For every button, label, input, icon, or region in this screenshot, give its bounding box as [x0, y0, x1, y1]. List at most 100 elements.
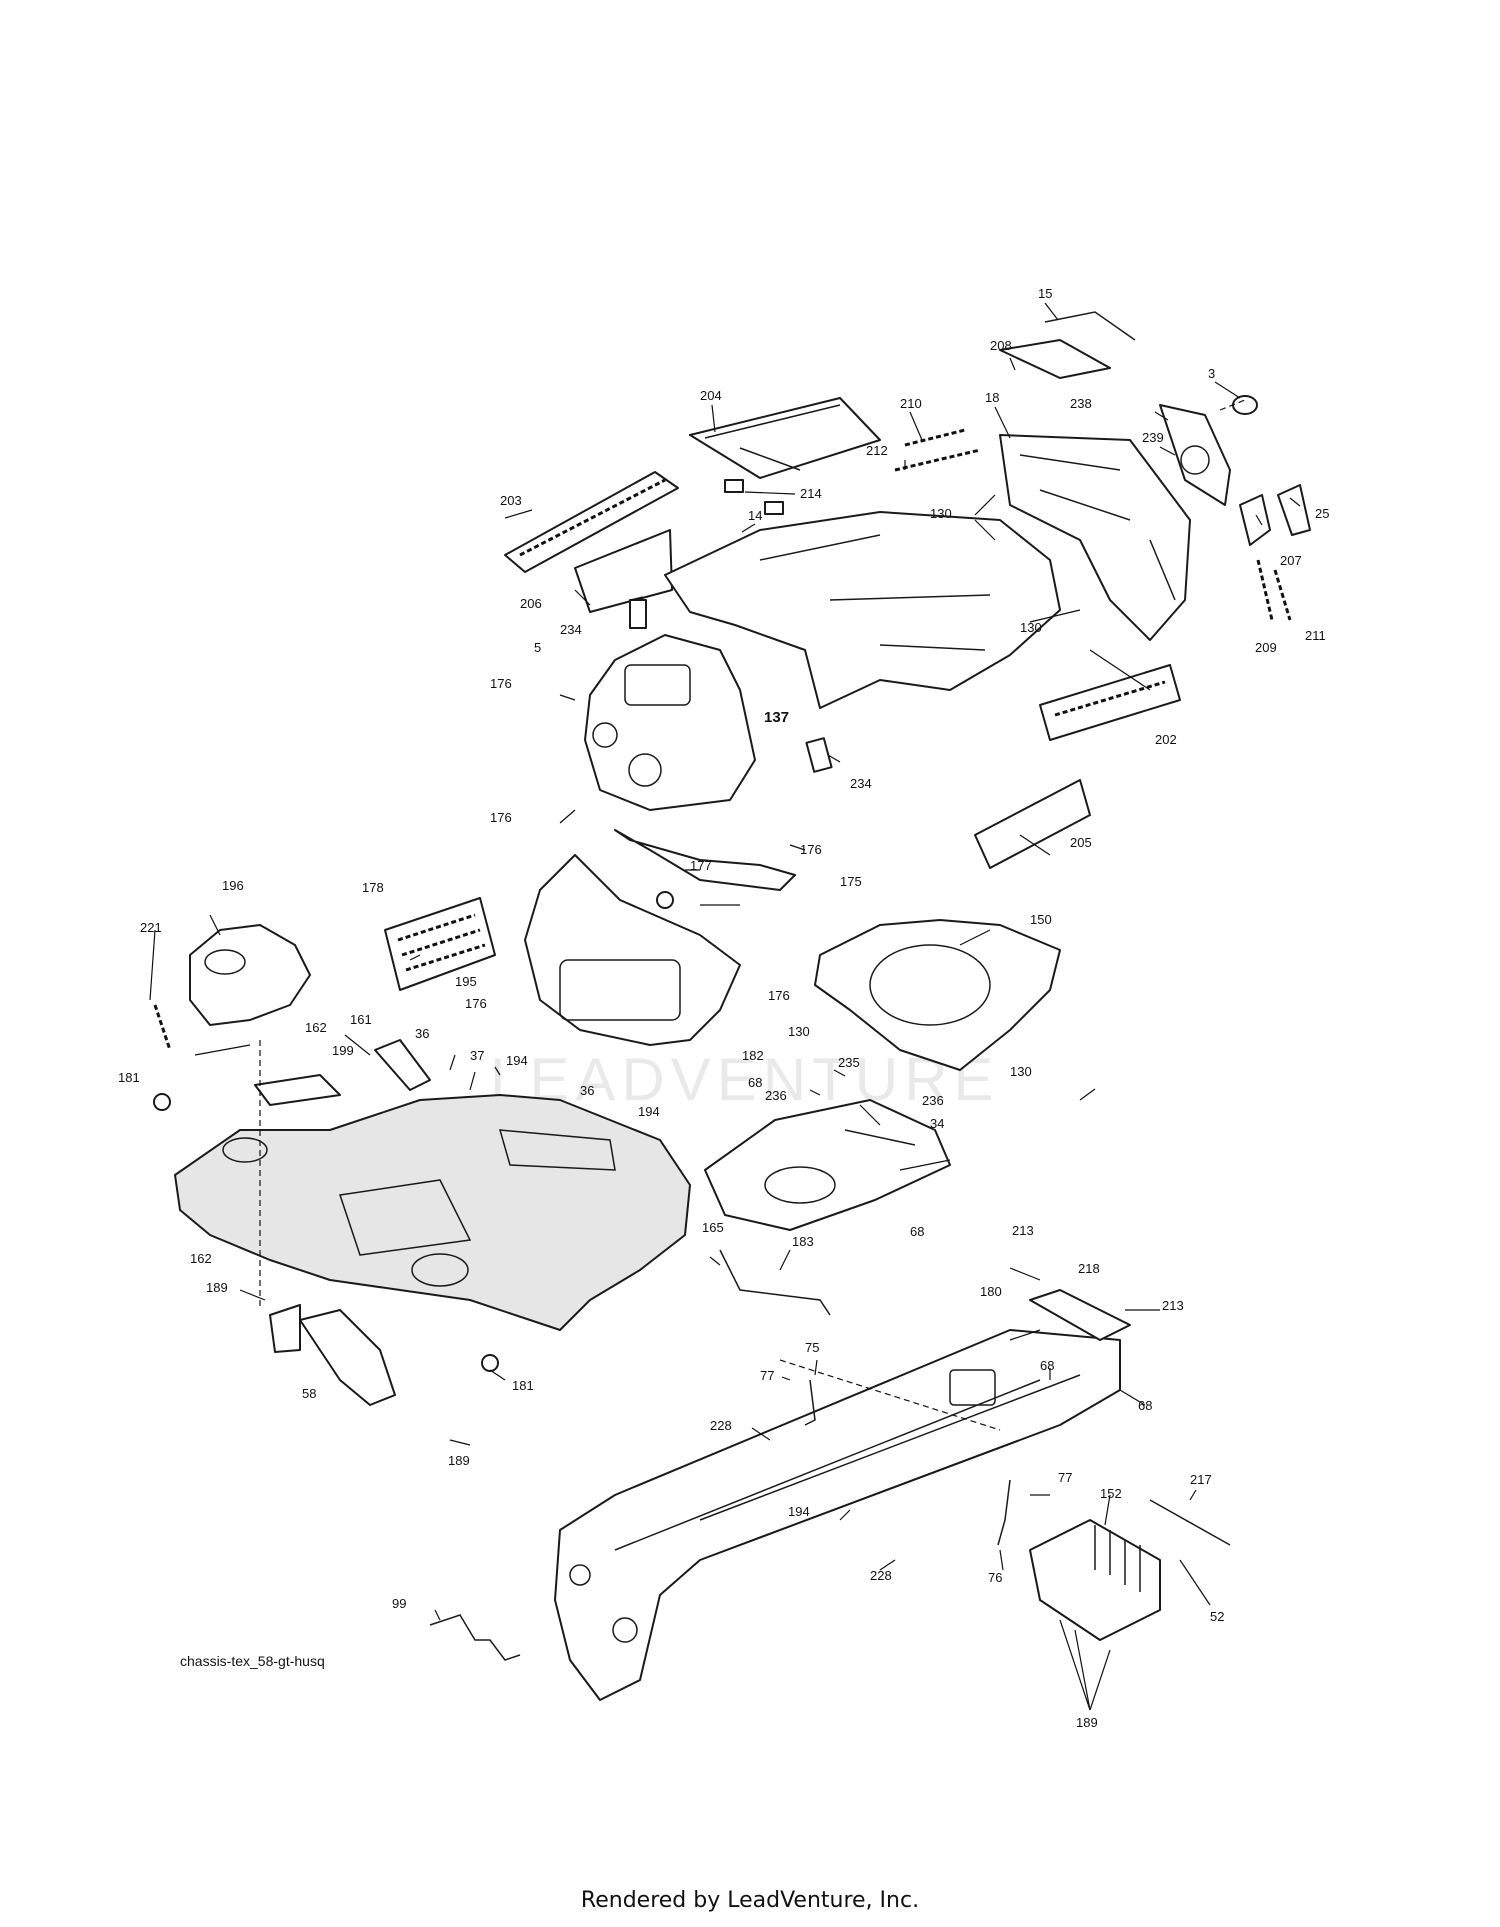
- part-76-cable: [997, 1479, 1011, 1546]
- part-212-strip: [894, 448, 981, 472]
- part-18-bezel: [999, 434, 1191, 641]
- callout-189b: 189: [448, 1453, 470, 1468]
- leader-lines: [149, 302, 1301, 1711]
- callout-labels: 15 208 3 204 210 18 238 239 212 214 203 …: [118, 286, 1329, 1730]
- steering-plate-assembly: [704, 1099, 951, 1316]
- callout-34: 34: [930, 1116, 944, 1131]
- callout-14: 14: [748, 508, 762, 523]
- part-75-cable: [804, 1379, 816, 1426]
- callout-162b: 162: [190, 1251, 212, 1266]
- callout-77b: 77: [1058, 1470, 1072, 1485]
- part-150-floor-pan: [814, 919, 1061, 1071]
- callout-176c: 176: [800, 842, 822, 857]
- part-202-lower-grille: [1039, 664, 1181, 741]
- callout-181b: 181: [512, 1378, 534, 1393]
- callout-214: 214: [800, 486, 822, 501]
- part-217-rod: [1149, 1499, 1231, 1546]
- callout-36a: 36: [415, 1026, 429, 1041]
- callout-213b: 213: [1162, 1298, 1184, 1313]
- callout-130a: 130: [930, 506, 952, 521]
- callout-15: 15: [1038, 286, 1052, 301]
- part-218-bracket: [1029, 1289, 1131, 1341]
- diagram-id-label: chassis-tex_58-gt-husq: [180, 1653, 325, 1669]
- callout-176d: 176: [465, 996, 487, 1011]
- callout-236b: 236: [922, 1093, 944, 1108]
- callout-194b: 194: [638, 1104, 660, 1119]
- part-209-strip: [1256, 559, 1274, 621]
- callout-68d: 68: [1138, 1398, 1152, 1413]
- part-221-decal: [153, 1004, 172, 1051]
- callout-234a: 234: [560, 622, 582, 637]
- callout-161: 161: [350, 1012, 372, 1027]
- callout-189c: 189: [1076, 1715, 1098, 1730]
- callout-58: 58: [302, 1386, 316, 1401]
- callout-37: 37: [470, 1048, 484, 1063]
- callout-175: 175: [840, 874, 862, 889]
- part-34-plate: [704, 1099, 951, 1231]
- part-204-hood-panel: [689, 397, 881, 479]
- callout-234b: 234: [850, 776, 872, 791]
- part-238-headlight: [1159, 404, 1231, 506]
- callout-211: 211: [1305, 628, 1326, 643]
- callout-194a: 194: [506, 1053, 528, 1068]
- part-177-switch: [656, 891, 674, 909]
- fender-assembly: [153, 924, 691, 1406]
- callout-202: 202: [1155, 732, 1177, 747]
- part-165-rod: [719, 1249, 831, 1316]
- callout-68c: 68: [1040, 1358, 1054, 1373]
- part-15-trim: [1044, 311, 1136, 341]
- part-25-cover: [1277, 484, 1311, 536]
- part-14-hood-body: [664, 511, 1061, 709]
- part-161-guide: [374, 1039, 431, 1091]
- callout-176e: 176: [768, 988, 790, 1003]
- part-205-bumper: [974, 779, 1091, 869]
- part-206-bracket: [574, 529, 673, 613]
- callout-209: 209: [1255, 640, 1277, 655]
- part-189-bracket: [269, 1304, 301, 1353]
- part-210-strip: [904, 428, 966, 447]
- frame-assembly: [429, 1289, 1231, 1701]
- callout-77a: 77: [760, 1368, 774, 1383]
- callout-189a: 189: [206, 1280, 228, 1295]
- part-208-light: [999, 339, 1111, 379]
- callout-205: 205: [1070, 835, 1092, 850]
- callout-194c: 194: [788, 1504, 810, 1519]
- callout-68b: 68: [910, 1224, 924, 1239]
- callout-68a: 68: [748, 1075, 762, 1090]
- callout-207: 207: [1280, 553, 1302, 568]
- part-99-rod: [429, 1614, 521, 1661]
- callout-178: 178: [362, 880, 384, 895]
- callout-218: 218: [1078, 1261, 1100, 1276]
- part-207-lens: [1239, 494, 1271, 546]
- callout-204: 204: [700, 388, 722, 403]
- part-5-dash-panel: [584, 634, 756, 811]
- callout-195: 195: [455, 974, 477, 989]
- callout-213a: 213: [1012, 1223, 1034, 1238]
- callout-221: 221: [140, 920, 162, 935]
- callout-25: 25: [1315, 506, 1329, 521]
- part-234-pad: [629, 599, 647, 629]
- callout-183: 183: [792, 1234, 814, 1249]
- part-214-clip: [724, 479, 744, 493]
- callout-180: 180: [980, 1284, 1002, 1299]
- callout-199: 199: [332, 1043, 354, 1058]
- part-182-housing: [524, 854, 741, 1046]
- callout-210: 210: [900, 396, 922, 411]
- callout-130c: 130: [788, 1024, 810, 1039]
- callout-76: 76: [988, 1570, 1002, 1585]
- callout-238: 238: [1070, 396, 1092, 411]
- part-181-bumper: [153, 1093, 171, 1111]
- callout-181a: 181: [118, 1070, 140, 1085]
- part-180-frame: [554, 1329, 1121, 1701]
- footer-credit: Rendered by LeadVenture, Inc.: [580, 1888, 920, 1913]
- part-152-shield: [1029, 1519, 1161, 1641]
- callout-177: 177: [690, 858, 712, 873]
- part-175-bracket: [614, 829, 796, 891]
- part-58-bracket: [299, 1309, 396, 1406]
- part-178-grille-plate: [384, 897, 496, 991]
- callout-130d: 130: [1010, 1064, 1032, 1079]
- callout-228b: 228: [870, 1568, 892, 1583]
- callout-203: 203: [500, 493, 522, 508]
- callout-99: 99: [392, 1596, 406, 1611]
